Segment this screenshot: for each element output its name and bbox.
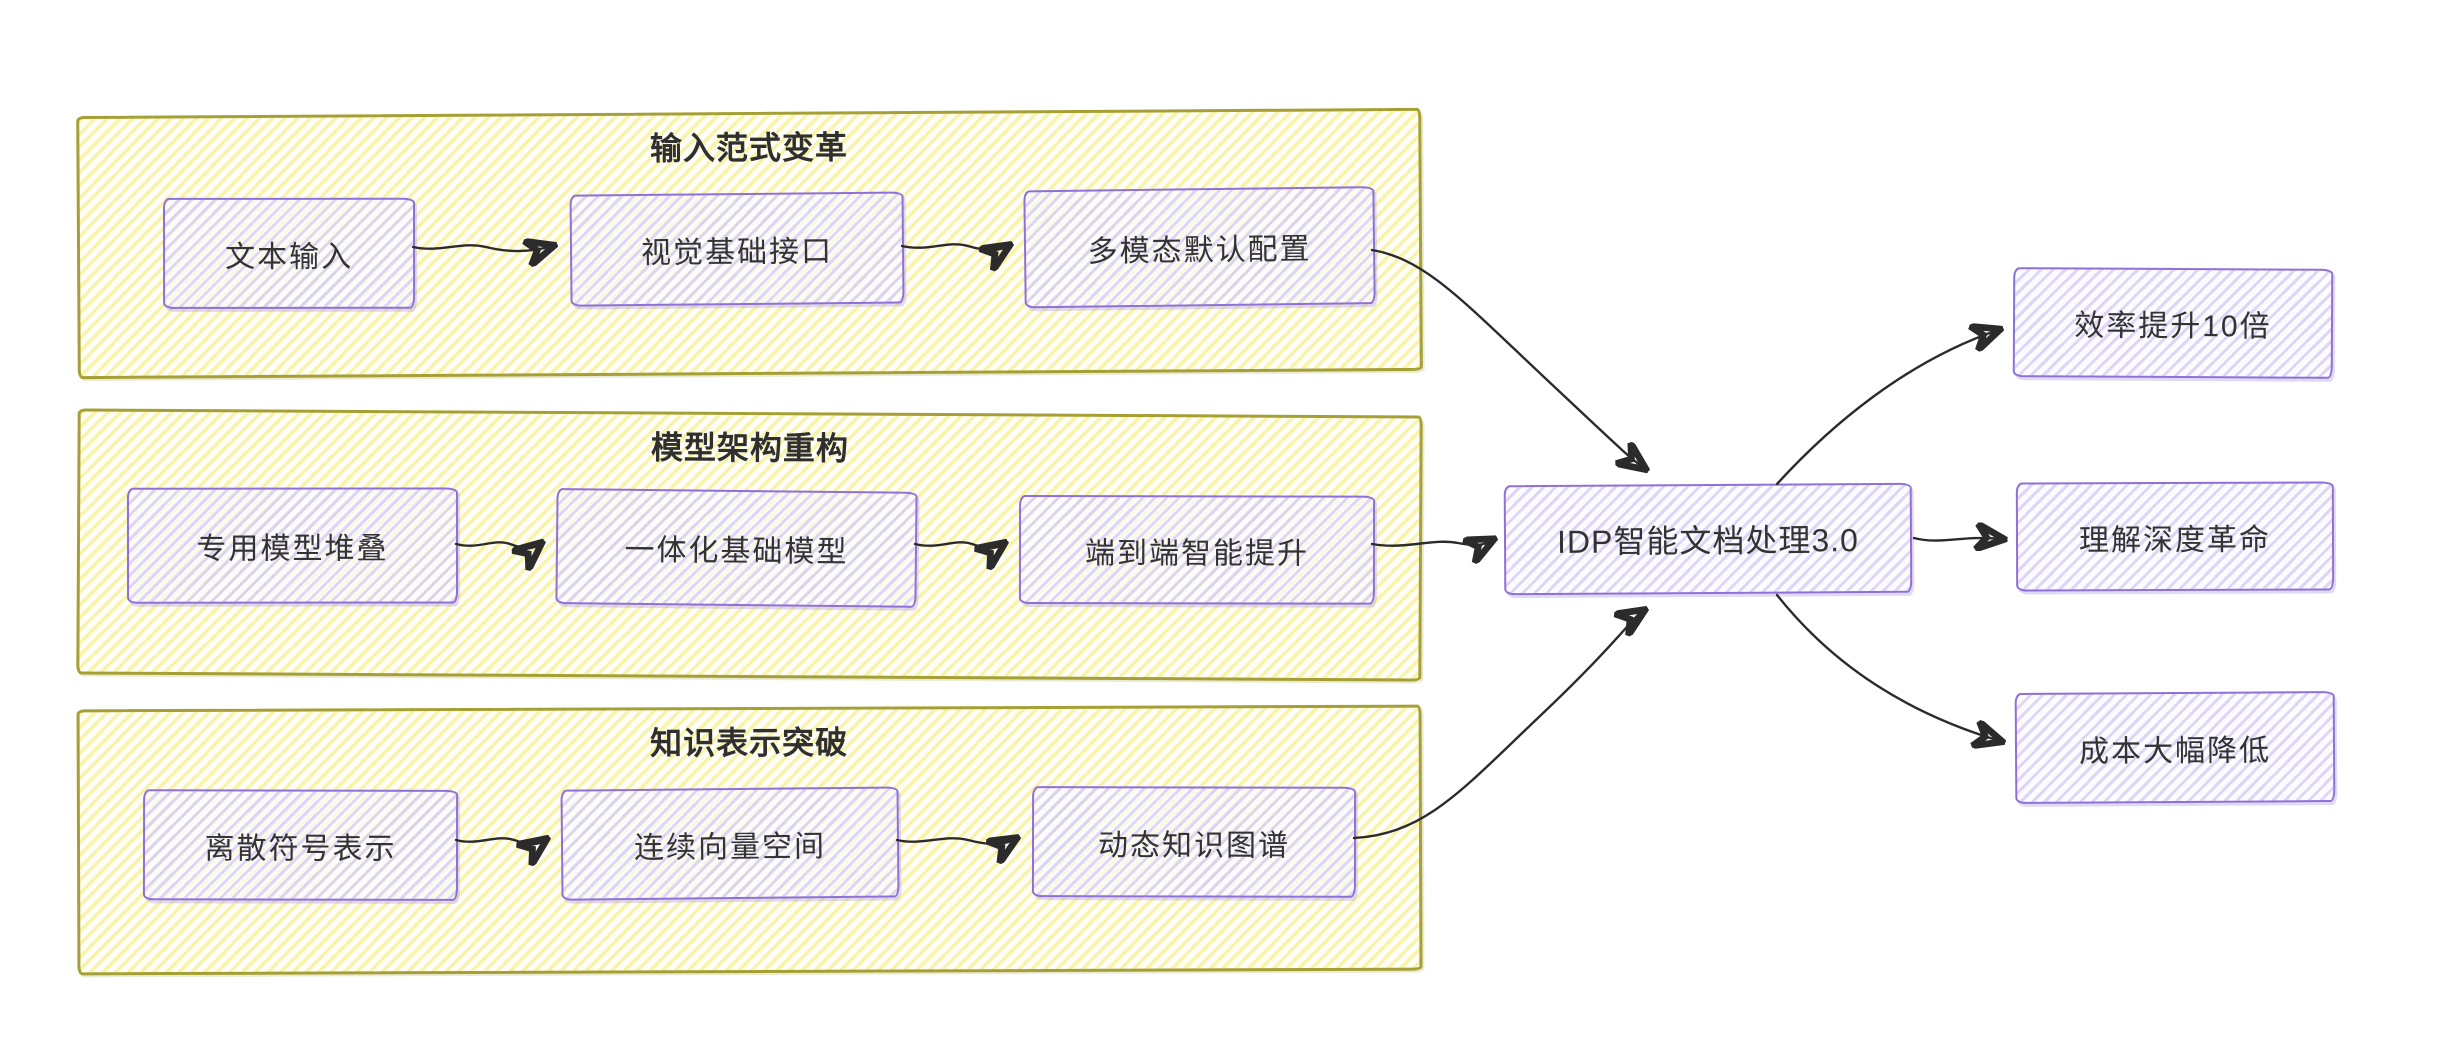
node-unified-foundation-model: 一体化基础模型 bbox=[555, 488, 918, 608]
node-cost-reduction: 成本大幅降低 bbox=[2014, 691, 2336, 804]
node-discrete-symbol-representation: 离散符号表示 bbox=[142, 789, 459, 901]
node-specialized-model-stacking: 专用模型堆叠 bbox=[126, 487, 459, 604]
group-title-knowledge-representation: 知识表示突破 bbox=[650, 724, 849, 762]
node-end-to-end-intelligence: 端到端智能提升 bbox=[1018, 495, 1376, 605]
arrow-idp-to-understanding bbox=[1912, 538, 2002, 541]
group-knowledge-representation: 知识表示突破 离散符号表示 连续向量空间 动态知识图谱 bbox=[76, 704, 1423, 976]
node-multimodal-default-config: 多模态默认配置 bbox=[1023, 186, 1376, 309]
node-idp-intelligent-document-processing: IDP智能文档处理3.0 bbox=[1503, 482, 1913, 596]
node-text-input: 文本输入 bbox=[163, 197, 416, 309]
node-understanding-depth-revolution: 理解深度革命 bbox=[2015, 481, 2335, 592]
node-visual-base-interface: 视觉基础接口 bbox=[569, 191, 905, 307]
node-dynamic-knowledge-graph: 动态知识图谱 bbox=[1031, 786, 1357, 898]
group-title-input-paradigm: 输入范式变革 bbox=[649, 129, 849, 167]
group-model-architecture: 模型架构重构 专用模型堆叠 一体化基础模型 端到端智能提升 bbox=[76, 408, 1423, 682]
group-title-model-architecture: 模型架构重构 bbox=[650, 429, 850, 467]
group-input-paradigm: 输入范式变革 文本输入 视觉基础接口 多模态默认配置 bbox=[76, 107, 1423, 380]
node-continuous-vector-space: 连续向量空间 bbox=[560, 786, 900, 901]
arrow-idp-to-cost bbox=[1775, 593, 2000, 741]
arrow-idp-to-efficiency bbox=[1775, 330, 1998, 486]
node-efficiency-10x: 效率提升10倍 bbox=[2012, 267, 2334, 379]
